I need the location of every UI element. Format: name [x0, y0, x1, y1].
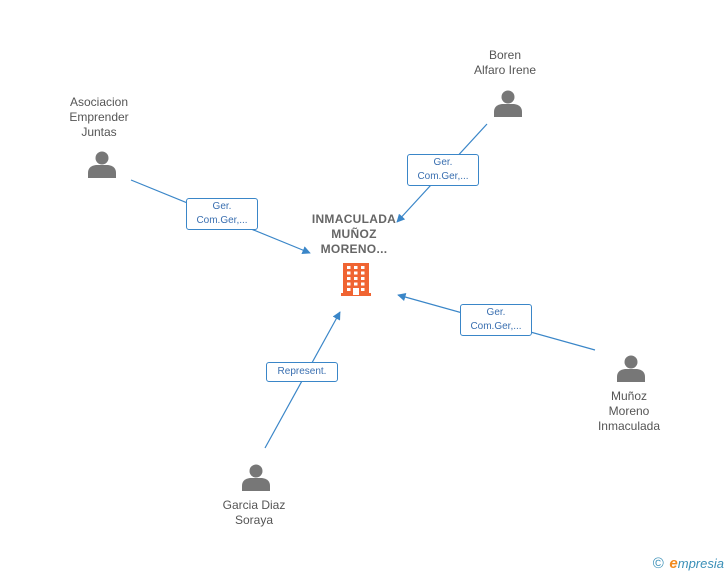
edge-label-garcia[interactable]: Represent.: [266, 362, 338, 382]
center-name-line: MORENO...: [320, 242, 388, 256]
node-label-line: Soraya: [234, 513, 274, 527]
node-label-line: Muñoz: [610, 389, 648, 403]
node-label-line: Inmaculada: [597, 419, 661, 433]
node-label-garcia[interactable]: Garcia Diaz Soraya: [194, 498, 314, 528]
node-label-line: Garcia Diaz: [222, 498, 286, 512]
node-label-asociacion[interactable]: Asociacion Emprender Juntas: [39, 95, 159, 140]
node-label-line: Moreno: [608, 404, 650, 418]
center-name-line: INMACULADA: [311, 212, 397, 226]
edge-label-line: Ger.: [433, 157, 453, 168]
copyright-icon: ©: [652, 555, 664, 572]
brand-name: mpresia: [677, 556, 724, 571]
person-icon[interactable]: [617, 355, 645, 383]
node-label-line: Emprender: [69, 110, 129, 124]
node-label-line: Alfaro Irene: [473, 63, 537, 77]
edge-label-munoz[interactable]: Ger. Com.Ger,...: [460, 304, 532, 336]
edge-label-boren[interactable]: Ger. Com.Ger,...: [407, 154, 479, 186]
person-icon[interactable]: [242, 464, 270, 492]
person-icon[interactable]: [494, 90, 522, 118]
edge-label-asociacion[interactable]: Ger. Com.Ger,...: [186, 198, 258, 230]
node-label-munoz[interactable]: Muñoz Moreno Inmaculada: [569, 389, 689, 434]
building-icon[interactable]: [341, 263, 371, 296]
node-label-boren[interactable]: Boren Alfaro Irene: [445, 48, 565, 78]
edge-label-line: Com.Ger,...: [196, 215, 248, 226]
node-label-line: Juntas: [81, 125, 117, 139]
edge-label-line: Ger.: [212, 201, 232, 212]
brand-initial: e: [669, 555, 678, 572]
center-company-name[interactable]: INMACULADA MUÑOZ MORENO...: [294, 212, 414, 257]
person-icon[interactable]: [88, 151, 116, 179]
node-label-line: Boren: [488, 48, 522, 62]
center-name-line: MUÑOZ: [331, 227, 377, 241]
edge-label-line: Com.Ger,...: [470, 321, 522, 332]
edge-label-line: Represent.: [277, 366, 327, 377]
edge-label-line: Com.Ger,...: [417, 171, 469, 182]
node-label-line: Asociacion: [69, 95, 129, 109]
brand-watermark[interactable]: © empresia: [653, 555, 724, 572]
edge-label-line: Ger.: [486, 307, 506, 318]
